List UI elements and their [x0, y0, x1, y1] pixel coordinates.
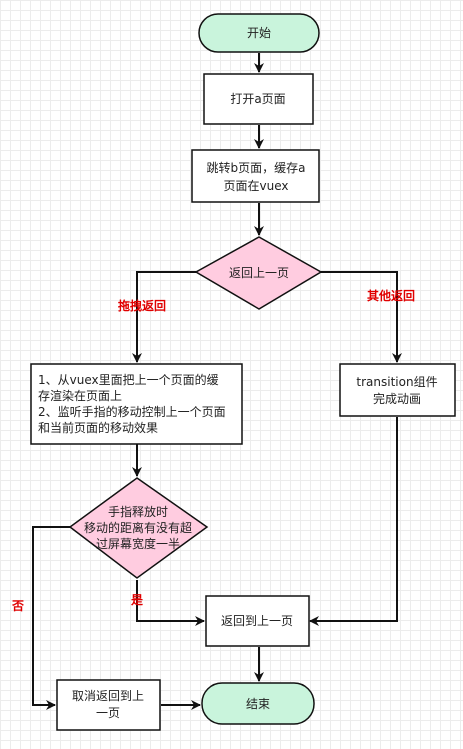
- decision-release-node: 手指释放时 移动的距离有没有超 过屏幕宽度一半: [68, 477, 209, 579]
- back-prev-label: 返回到上一页: [221, 614, 293, 628]
- end-node: 结束: [201, 682, 315, 725]
- jump-b-shape: [191, 149, 320, 203]
- edge-decision-to-drag: [132, 271, 196, 363]
- drag-process-shape: [30, 363, 243, 445]
- jump-b-line-2: 页面在vuex: [224, 179, 289, 193]
- start-node: 开始: [198, 13, 320, 53]
- label-drag-back: 拖拽返回: [118, 298, 166, 313]
- edge-transition-to-back: [309, 417, 398, 626]
- edges: [32, 53, 402, 710]
- drag-process-line-3: 2、监听手指的移动控制上一个页面: [38, 404, 226, 419]
- cancel-line-1: 取消返回到上: [72, 689, 144, 703]
- transition-line-1: transition组件: [356, 375, 437, 389]
- label-yes: 是: [130, 593, 144, 607]
- start-label: 开始: [247, 26, 271, 40]
- drag-process-line-4: 和当前页面的移动效果: [38, 420, 158, 435]
- decision-release-line-2: 移动的距离有没有超: [84, 520, 192, 535]
- back-prev-node: 返回到上一页: [205, 595, 310, 647]
- open-a-shape: [203, 73, 314, 125]
- decision-back-shape: [194, 236, 323, 310]
- open-a-node: 打开a页面: [203, 73, 314, 125]
- transition-line-2: 完成动画: [373, 391, 421, 406]
- decision-back-node: 返回上一页: [194, 236, 323, 310]
- drag-process-node: 1、从vuex里面把上一个页面的缓 存渲染在页面上 2、监听手指的移动控制上一个…: [30, 363, 243, 445]
- cancel-line-2: 一页: [96, 706, 120, 720]
- decision-release-line-3: 过屏幕宽度一半: [96, 536, 180, 551]
- edge-release-yes-to-back: [136, 580, 205, 626]
- transition-shape: [339, 363, 456, 417]
- label-other-back: 其他返回: [367, 288, 415, 303]
- cancel-shape: [56, 679, 161, 731]
- edge-decision-to-transition: [321, 271, 402, 363]
- decision-release-line-1: 手指释放时: [108, 504, 168, 519]
- cancel-node: 取消返回到上 一页: [56, 679, 161, 731]
- edge-release-no-to-cancel: [32, 526, 70, 710]
- open-a-label: 打开a页面: [230, 92, 285, 106]
- label-no: 否: [11, 599, 24, 613]
- start-shape: [198, 13, 320, 53]
- jump-b-line-1: 跳转b页面，缓存a: [207, 160, 306, 175]
- back-prev-shape: [205, 595, 310, 647]
- drag-process-line-1: 1、从vuex里面把上一个页面的缓: [38, 372, 219, 387]
- jump-b-node: 跳转b页面，缓存a 页面在vuex: [191, 149, 320, 203]
- drag-process-line-2: 存渲染在页面上: [38, 388, 122, 403]
- end-label: 结束: [246, 697, 270, 711]
- decision-back-label: 返回上一页: [229, 266, 289, 280]
- decision-release-shape: [68, 477, 209, 579]
- end-shape: [201, 682, 315, 725]
- transition-node: transition组件 完成动画: [339, 363, 456, 417]
